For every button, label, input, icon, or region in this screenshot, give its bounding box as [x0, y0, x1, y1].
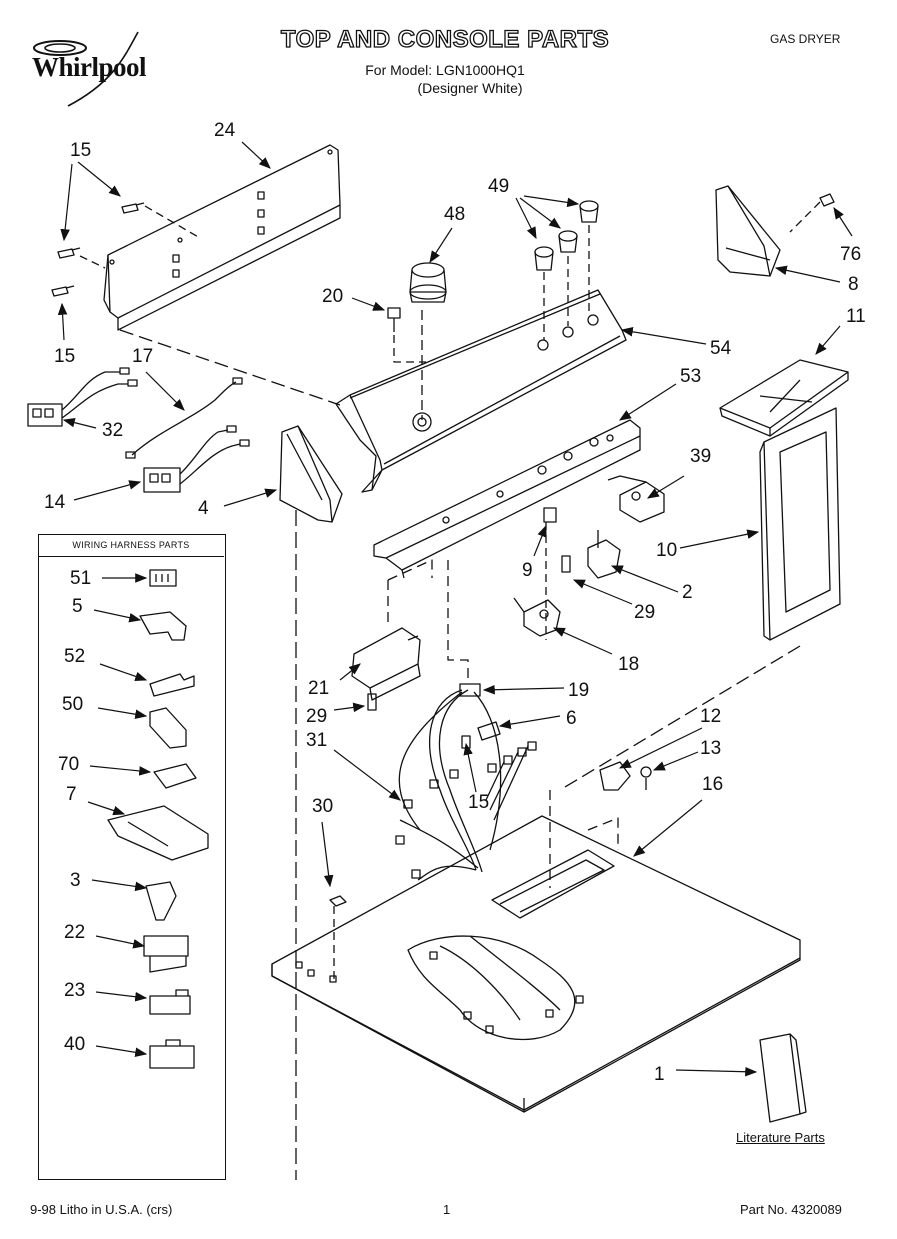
callout-39: 39 — [690, 446, 711, 467]
callout-49: 49 — [488, 176, 509, 197]
clip-12 — [599, 761, 631, 791]
harness-14 — [143, 425, 250, 493]
whirlpool-logo: Whirlpool — [20, 28, 180, 110]
switch-9 — [543, 507, 557, 640]
lint-screen-housing — [559, 407, 841, 791]
callout-15: 15 — [468, 792, 489, 813]
callout-13: 13 — [700, 738, 721, 759]
wh-part-70 — [153, 763, 197, 789]
switch-18 — [513, 597, 561, 637]
callout-31: 31 — [306, 730, 327, 751]
callout-15: 15 — [70, 140, 91, 161]
screw-15-top — [121, 202, 145, 214]
screw-20 — [387, 307, 401, 332]
callout-19: 19 — [568, 680, 589, 701]
lint-filter-cover — [719, 359, 849, 437]
screw-13 — [640, 766, 652, 790]
callout-22: 22 — [64, 922, 85, 943]
callout-24: 24 — [214, 120, 236, 141]
wiring-harness-title: WIRING HARNESS PARTS — [38, 534, 224, 557]
knob-49-right — [579, 200, 599, 314]
callout-8: 8 — [848, 274, 859, 295]
wh-part-50 — [149, 707, 187, 749]
callout-14: 14 — [44, 492, 66, 513]
callout-48: 48 — [444, 204, 465, 225]
callout-30: 30 — [312, 796, 333, 817]
callout-70: 70 — [58, 754, 79, 775]
timer-2 — [587, 530, 621, 579]
footer-print-info: 9-98 Litho in U.S.A. (crs) — [30, 1202, 173, 1217]
callout-11: 11 — [846, 306, 866, 327]
callout-29: 29 — [306, 706, 327, 727]
callout-53: 53 — [680, 366, 701, 387]
callout-6: 6 — [566, 708, 577, 729]
callout-29: 29 — [634, 602, 655, 623]
switch-39 — [607, 475, 665, 523]
screw-76 — [789, 193, 835, 233]
footer-part-number: Part No. 4320089 — [740, 1202, 842, 1217]
callout-3: 3 — [70, 870, 81, 891]
wh-part-51 — [149, 569, 177, 587]
knob-48 — [409, 262, 447, 420]
callout-2: 2 — [682, 582, 693, 603]
callout-51: 51 — [70, 568, 91, 589]
callout-16: 16 — [702, 774, 723, 795]
callout-5: 5 — [72, 596, 83, 617]
page-title: TOP AND CONSOLE PARTS — [280, 25, 610, 53]
callout-10: 10 — [656, 540, 677, 561]
callout-4: 4 — [198, 498, 209, 519]
control-bracket — [373, 419, 641, 579]
callout-12: 12 — [700, 706, 721, 727]
literature-parts-label: Literature Parts — [736, 1130, 825, 1145]
wiring-harness-box — [38, 534, 226, 1180]
end-cap — [279, 425, 343, 1180]
wh-part-23 — [149, 989, 191, 1015]
brand-name: Whirlpool — [32, 52, 147, 82]
callout-15: 15 — [54, 346, 75, 367]
clip-30 — [329, 895, 347, 980]
top-panel — [271, 790, 801, 1113]
knob-49-mid — [558, 230, 578, 326]
harness-17 — [125, 377, 243, 459]
footer-page-number: 1 — [443, 1202, 451, 1217]
clip-6 — [461, 721, 501, 749]
wh-part-40 — [149, 1039, 195, 1069]
screw-29-a — [561, 555, 571, 573]
main-harness — [395, 560, 537, 881]
console-end-trim — [715, 185, 781, 277]
callout-54: 54 — [710, 338, 732, 359]
wh-part-7 — [107, 805, 209, 861]
callout-20: 20 — [322, 286, 343, 307]
knob-49-left — [534, 246, 554, 340]
console-panel — [335, 289, 627, 493]
callout-18: 18 — [618, 654, 639, 675]
back-panel — [103, 144, 341, 331]
wh-part-52 — [149, 673, 195, 697]
callout-17: 17 — [132, 346, 153, 367]
model-number: For Model: LGN1000HQ1 — [365, 62, 525, 78]
callout-23: 23 — [64, 980, 85, 1001]
callout-7: 7 — [66, 784, 77, 805]
callout-1: 1 — [654, 1064, 665, 1085]
harness-32 — [27, 367, 138, 427]
screw-15-mid — [57, 247, 81, 259]
wh-part-3 — [145, 881, 177, 921]
literature-booklet — [759, 1033, 807, 1123]
callout-9: 9 — [522, 560, 533, 581]
screw-15-low — [51, 285, 75, 297]
screw-29-b — [367, 693, 377, 711]
document-type: GAS DRYER — [770, 32, 841, 46]
callout-52: 52 — [64, 646, 85, 667]
callout-76: 76 — [840, 244, 861, 265]
callout-50: 50 — [62, 694, 83, 715]
timer-21 — [351, 559, 433, 701]
model-color: (Designer White) — [417, 80, 523, 96]
wh-part-5 — [139, 611, 187, 641]
callout-40: 40 — [64, 1034, 85, 1055]
callout-21: 21 — [308, 678, 329, 699]
callout-32: 32 — [102, 420, 123, 441]
